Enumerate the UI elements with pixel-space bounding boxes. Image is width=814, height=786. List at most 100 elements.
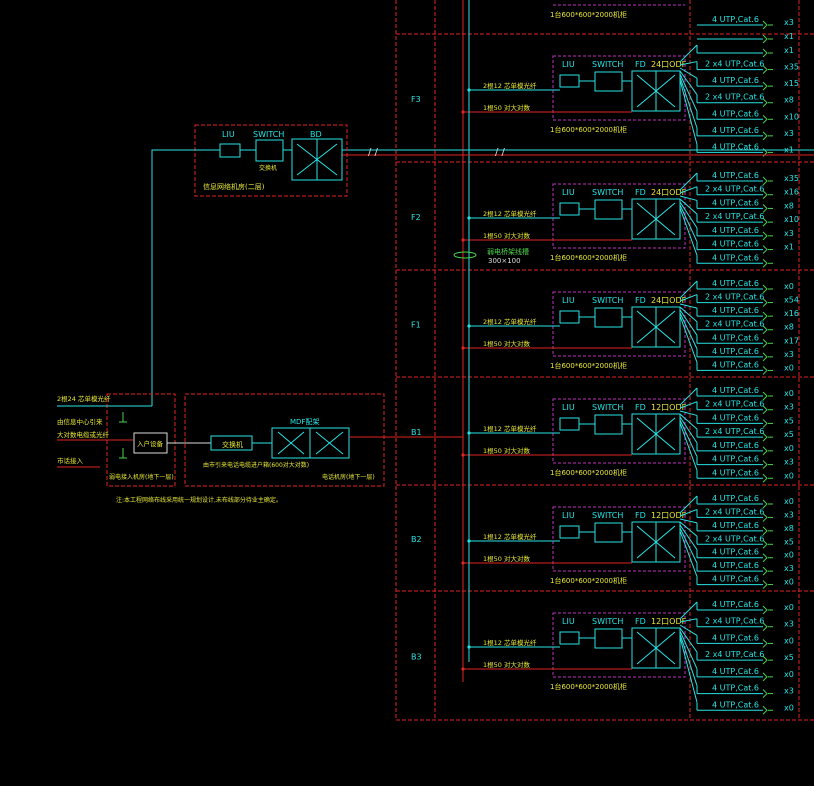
bd-switch-sub: 交换机 — [259, 164, 277, 172]
outlet-count: x5 — [784, 430, 794, 439]
outlet-label: 2 x4 UTP,Cat.6 — [705, 320, 764, 329]
cable-label: 1根50 对大对数 — [483, 446, 530, 455]
outlet-symbol — [762, 566, 768, 576]
outlet-symbol — [762, 622, 768, 632]
outlet-branch — [679, 527, 698, 564]
mdf-room: 交换机 MDF配架 由市引来电话电缆进户箱(600对大对数) 电话机房(地下一层… — [184, 393, 463, 487]
fiber-label: 1根12 芯单模光纤 — [483, 638, 537, 647]
mdf-label: MDF配架 — [290, 418, 319, 426]
switch-box — [594, 628, 623, 649]
outlet-label: 2 x4 UTP,Cat.6 — [705, 617, 764, 626]
outlet-label: 4 UTP,Cat.6 — [712, 600, 759, 609]
outlet-branch — [679, 73, 698, 112]
bd-feed-line — [151, 149, 220, 406]
outlet-symbol — [762, 580, 768, 589]
fd-label: FD — [635, 188, 646, 197]
outlet-symbol — [762, 20, 768, 30]
outlet-branch — [679, 410, 698, 416]
entrance-device-label: 入户设备 — [137, 439, 164, 448]
outlet-symbol — [762, 98, 768, 108]
outlet-symbol — [762, 258, 768, 268]
outlet-label: 4 UTP,Cat.6 — [712, 494, 759, 503]
outlet-label: 2 x4 UTP,Cat.6 — [705, 507, 764, 516]
outlet-branch — [679, 44, 698, 63]
outlet-count: x0 — [784, 551, 794, 560]
outlet-count: x35 — [784, 63, 799, 72]
outlet-count: x15 — [784, 79, 799, 88]
outlet-label: 4 UTP,Cat.6 — [712, 126, 759, 135]
entrance-line3: 市话接入 — [57, 456, 84, 465]
outlet-branch — [679, 61, 698, 66]
outlet-symbol — [762, 48, 768, 58]
liu-label: LIU — [562, 188, 575, 197]
outlet-count: x35 — [784, 174, 799, 183]
outlet-label: 4 UTP,Cat.6 — [712, 386, 759, 395]
odf-label: 12口ODF — [651, 511, 687, 520]
outlet-count: x0 — [784, 389, 794, 398]
rack-outline — [552, 55, 686, 121]
bd-switch-label: SWITCH — [253, 130, 284, 139]
outlet-label: 4 UTP,Cat.6 — [712, 226, 759, 235]
outlet-branch — [679, 201, 698, 229]
odf-label: 12口ODF — [651, 617, 687, 626]
outlet-label: 4 UTP,Cat.6 — [712, 198, 759, 207]
outlet-count: x0 — [784, 282, 794, 291]
cable-label: 1根50 对大对数 — [483, 339, 530, 348]
fd-label: FD — [635, 60, 646, 69]
cable-label: 1根50 对大对数 — [483, 660, 530, 669]
outlet-count: x8 — [784, 524, 794, 533]
outlet-branch — [679, 79, 698, 145]
liu-box — [559, 202, 580, 216]
switch-label: SWITCH — [592, 511, 623, 520]
liu-label: LIU — [562, 296, 575, 305]
outlet-branch — [679, 67, 698, 79]
liu-box — [559, 525, 580, 539]
liu-box — [559, 74, 580, 88]
outlet-branch — [679, 530, 698, 577]
outlet-symbol — [762, 605, 768, 615]
liu-label: LIU — [562, 511, 575, 520]
outlet-count: x0 — [784, 603, 794, 612]
outlet-branch — [679, 280, 698, 299]
bd-room: LIU SWITCH BD 交换机 信息网络机房(二层) — [151, 124, 348, 406]
outlet-label: 2 x4 UTP,Cat.6 — [705, 400, 764, 409]
outlet-count: x8 — [784, 201, 794, 210]
outlet-branch — [679, 312, 698, 350]
outlet-symbol — [762, 405, 768, 415]
switch-label: SWITCH — [592, 188, 623, 197]
outlet-symbol — [762, 298, 768, 307]
outlet-label: 4 UTP,Cat.6 — [712, 684, 759, 693]
tray-size: 300×100 — [488, 257, 521, 265]
outlet-branch — [679, 195, 698, 201]
outlet-count: x0 — [784, 703, 794, 712]
outlet-count: x3 — [784, 18, 794, 27]
outlet-branch — [679, 198, 698, 215]
outlet-symbol — [762, 176, 768, 186]
outlet-count: x16 — [784, 309, 799, 318]
outlet-label: 4 UTP,Cat.6 — [712, 109, 759, 118]
outlet-count: x5 — [784, 416, 794, 425]
cable-label: 1根50 对大对数 — [483, 231, 530, 240]
outlet-symbol — [762, 539, 768, 549]
outlet-symbol — [762, 65, 768, 74]
outlet-count: x54 — [784, 296, 799, 305]
outlet-count: x10 — [784, 112, 799, 121]
outlet-label: 4 UTP,Cat.6 — [712, 455, 759, 464]
switch-label: SWITCH — [592, 403, 623, 412]
floor-label: F2 — [411, 213, 421, 222]
outlet-branch — [679, 495, 698, 514]
rack-outline — [552, 612, 686, 678]
bd-liu-label: LIU — [222, 130, 235, 139]
outlet-label: 4 UTP,Cat.6 — [712, 347, 759, 356]
outlet-branch — [679, 618, 698, 623]
outlet-label: 2 x4 UTP,Cat.6 — [705, 293, 764, 302]
fiber-label: 2根12 芯单模光纤 — [483, 81, 537, 90]
rack-outline — [552, 291, 686, 357]
cable-label: 1根50 对大对数 — [483, 103, 530, 112]
outlet-branch — [679, 294, 698, 302]
outlet-count: x0 — [784, 444, 794, 453]
outlet-symbol — [762, 705, 768, 715]
